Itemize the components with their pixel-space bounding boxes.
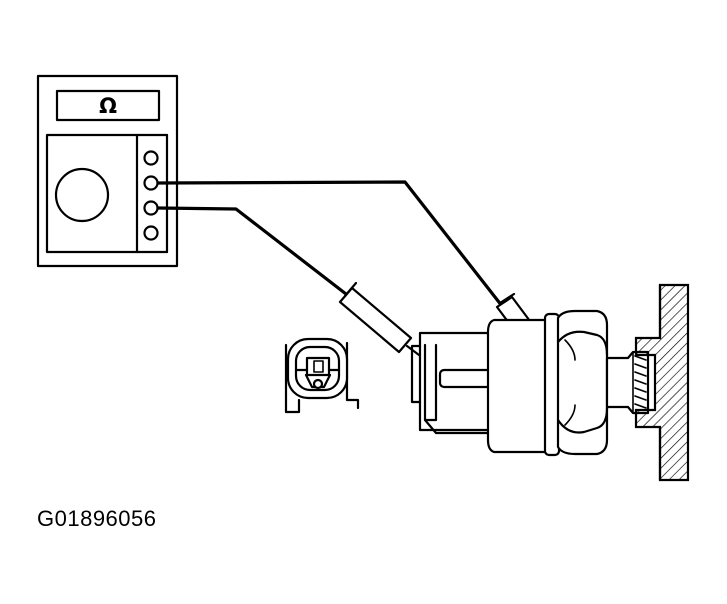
threaded-stem [605,350,650,415]
jack-1[interactable] [143,150,159,166]
left-probe [338,281,421,357]
selector-dial[interactable] [54,167,110,223]
meter-display: Ω [55,89,161,122]
connector-face [284,337,360,414]
sensor-plug [410,331,499,435]
multimeter: Ω [36,74,179,268]
ohm-symbol: Ω [99,94,117,118]
jack-3[interactable] [143,200,159,216]
jack-2[interactable] [143,175,159,191]
hatched-housing [634,283,690,482]
meter-body [45,133,169,254]
lower-lead-wire [156,206,348,296]
pressure-switch [410,309,650,457]
figure-reference-code: G01896056 [37,506,157,531]
mounting-block [634,283,690,482]
meter-jacks [143,150,159,241]
sensor-body [486,312,561,457]
jack-4[interactable] [143,225,159,241]
upper-lead-wire [156,180,504,308]
hex-nut [556,309,609,456]
